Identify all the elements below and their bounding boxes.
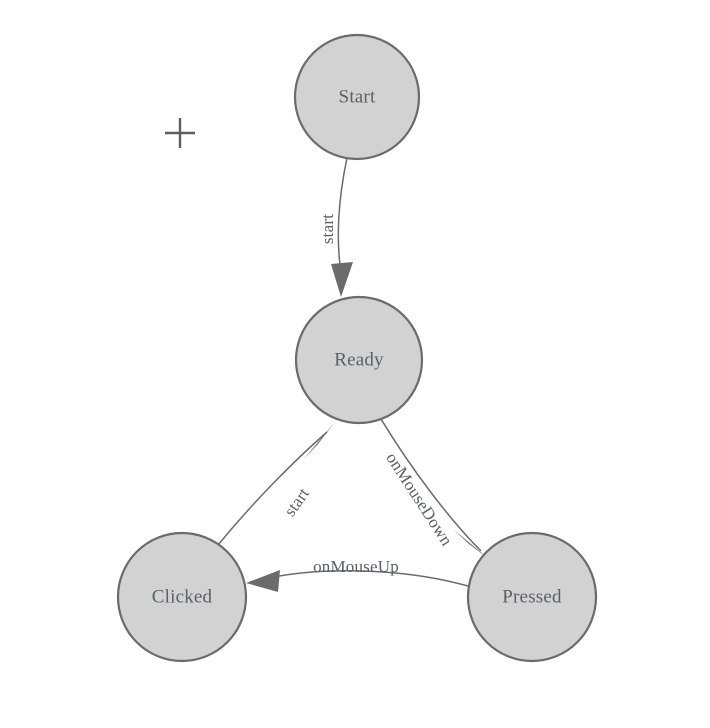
edge-label-ready-to-pressed: onMouseDown: [382, 449, 456, 549]
node-pressed-circle[interactable]: [466, 531, 598, 663]
edge-ready-to-pressed[interactable]: onMouseDown: [380, 418, 490, 560]
edge-start-to-ready[interactable]: start: [318, 157, 353, 297]
node-clicked-label: Clicked: [152, 586, 213, 607]
edge-ready-to-pressed-arrowhead: [453, 529, 490, 560]
edge-ready-to-pressed-path: [380, 418, 482, 552]
edge-start-to-ready-arrowhead: [331, 262, 353, 297]
node-ready-circle[interactable]: [294, 295, 424, 425]
edge-clicked-to-ready-arrowhead: [303, 422, 335, 460]
edge-label-clicked-to-ready: start: [280, 484, 313, 520]
node-ready[interactable]: Ready: [294, 295, 424, 425]
edge-label-start-to-ready: start: [318, 214, 337, 244]
node-clicked-circle[interactable]: [116, 531, 248, 663]
node-clicked[interactable]: Clicked: [116, 531, 248, 663]
node-start[interactable]: Start: [293, 33, 421, 161]
edge-clicked-to-ready-path: [217, 431, 328, 546]
node-pressed[interactable]: Pressed: [466, 531, 598, 663]
node-ready-label: Ready: [334, 349, 384, 370]
edge-label-pressed-to-clicked: onMouseUp: [313, 557, 399, 576]
crosshair-icon: [165, 118, 195, 148]
node-pressed-label: Pressed: [502, 586, 562, 607]
edge-clicked-to-ready[interactable]: start: [217, 422, 335, 546]
edge-pressed-to-clicked-arrowhead: [246, 570, 280, 592]
node-start-label: Start: [339, 86, 376, 107]
edge-start-to-ready-path: [337, 157, 348, 273]
edge-pressed-to-clicked[interactable]: onMouseUp: [246, 557, 469, 592]
node-start-circle[interactable]: [293, 33, 421, 161]
